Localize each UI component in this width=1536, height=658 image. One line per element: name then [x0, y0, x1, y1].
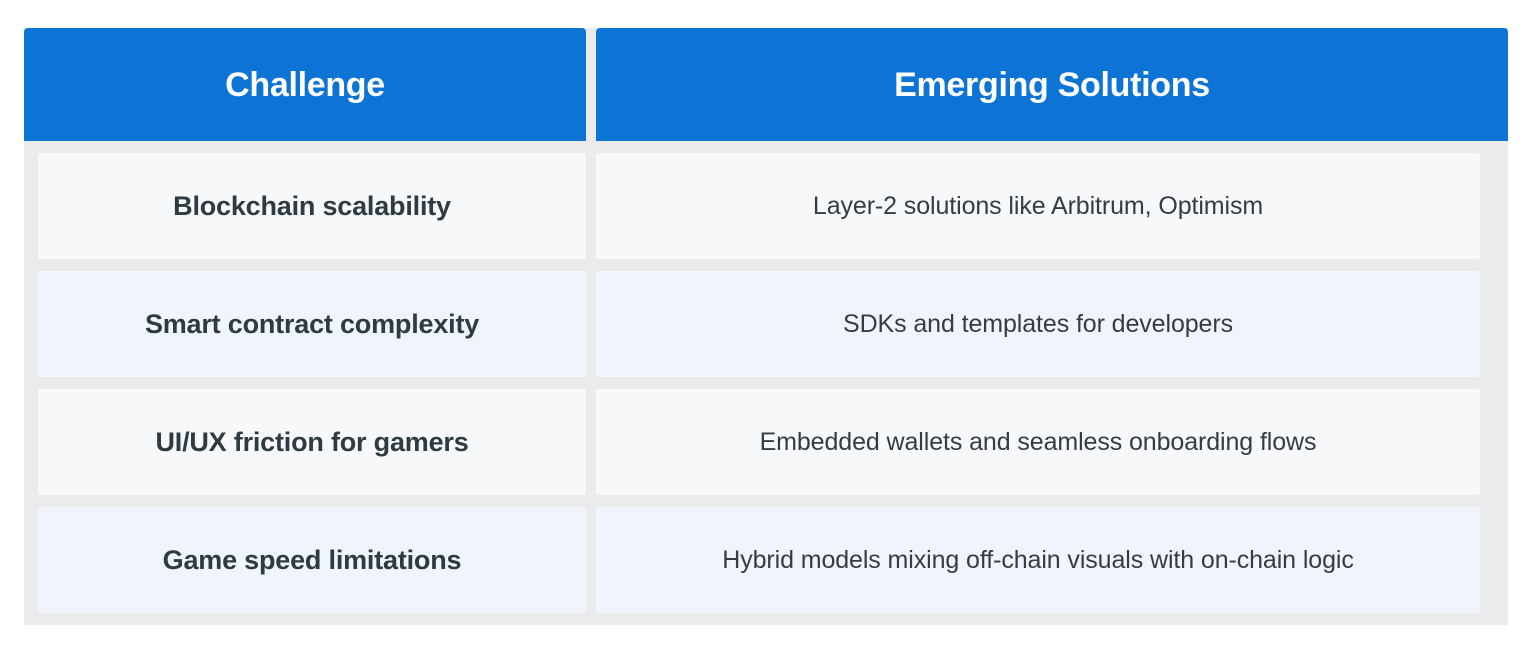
table-row: Smart contract complexity SDKs and templ… [24, 259, 1508, 377]
cell-challenge: Game speed limitations [38, 507, 586, 613]
table-row: UI/UX friction for gamers Embedded walle… [24, 377, 1508, 495]
table-row: Game speed limitations Hybrid models mix… [24, 495, 1508, 625]
table-body: Blockchain scalability Layer-2 solutions… [24, 141, 1508, 625]
table-row: Blockchain scalability Layer-2 solutions… [24, 141, 1508, 259]
cell-challenge: Smart contract complexity [38, 271, 586, 377]
comparison-table: Challenge Emerging Solutions Blockchain … [24, 28, 1508, 625]
column-header-challenge: Challenge [24, 28, 586, 141]
table-header-row: Challenge Emerging Solutions [24, 28, 1508, 141]
cell-challenge: Blockchain scalability [38, 153, 586, 259]
column-header-emerging-solutions: Emerging Solutions [596, 28, 1508, 141]
cell-solution: Layer-2 solutions like Arbitrum, Optimis… [596, 153, 1480, 259]
cell-solution: Hybrid models mixing off-chain visuals w… [596, 507, 1480, 613]
cell-challenge: UI/UX friction for gamers [38, 389, 586, 495]
cell-solution: SDKs and templates for developers [596, 271, 1480, 377]
cell-solution: Embedded wallets and seamless onboarding… [596, 389, 1480, 495]
